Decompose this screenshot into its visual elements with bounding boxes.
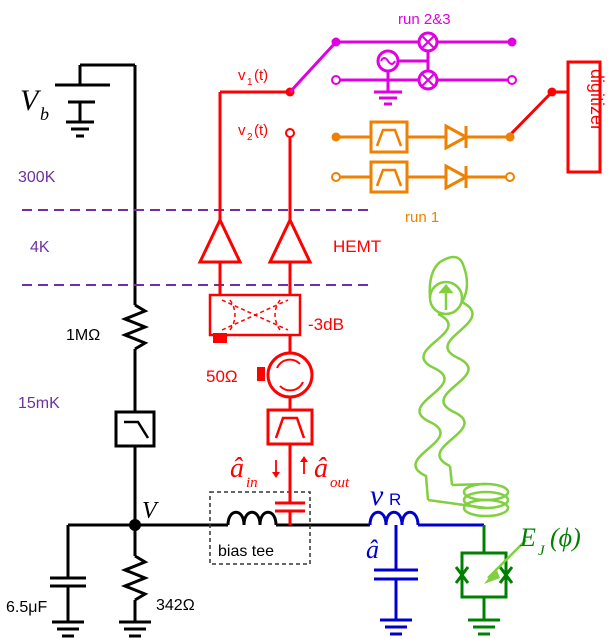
- vb-label: V: [20, 84, 42, 117]
- resistor-342: [120, 554, 150, 602]
- temp-300k: 300K: [18, 169, 56, 186]
- resistor-342-label: 342Ω: [156, 597, 195, 614]
- bias-tee-label: bias tee: [218, 543, 274, 560]
- run1-chain: [336, 120, 510, 194]
- bias-tee-box: [209, 491, 311, 565]
- resonator-inductor: [368, 510, 420, 526]
- minus-3db-label: -3dB: [308, 315, 344, 334]
- digitizer-box: [566, 60, 602, 174]
- squid: [454, 525, 514, 636]
- temp-15mk: 15mK: [18, 395, 60, 412]
- node-v-label: V: [142, 498, 159, 524]
- svg-text:2: 2: [247, 132, 253, 143]
- hemt-amp-1: [197, 216, 243, 264]
- svg-text:J: J: [538, 543, 546, 559]
- temp-4k: 4K: [30, 239, 50, 256]
- v2-label: v: [238, 122, 246, 139]
- diode-2: [444, 163, 470, 191]
- bandpass-filter-2: [369, 160, 409, 194]
- squid-loop: [460, 551, 508, 599]
- readout-chain: [197, 90, 568, 525]
- bandpass-filter-1: [369, 120, 409, 154]
- bias-circuit: [50, 63, 370, 638]
- r50-label: 50Ω: [206, 367, 238, 386]
- a-out-label: â: [314, 453, 328, 484]
- svg-text:b: b: [40, 104, 49, 124]
- svg-text:out: out: [330, 475, 350, 491]
- run1-label: run 1: [405, 209, 439, 226]
- a-in-label: â: [230, 453, 244, 484]
- hybrid-coupler: [208, 293, 302, 337]
- svg-text:(ϕ): (ϕ): [550, 523, 581, 552]
- digitizer-label: digitizer: [587, 69, 607, 131]
- svg-text:(t): (t): [254, 67, 268, 84]
- bias-tee-inductor: [226, 510, 278, 526]
- svg-text:(t): (t): [254, 122, 268, 139]
- resistor-1m-label: 1MΩ: [66, 327, 100, 344]
- svg-text:R: R: [389, 490, 401, 509]
- svg-text:in: in: [246, 475, 258, 491]
- run23-label: run 2&3: [398, 11, 451, 28]
- ej-label: E: [519, 523, 536, 552]
- resonator: [368, 510, 484, 636]
- bandpass-filter-red: [266, 408, 314, 446]
- hemt-label: HEMT: [333, 237, 381, 256]
- labels: V b v 1 (t) v 2 (t) run 2&3 run 1 digiti…: [6, 11, 607, 616]
- diode-1: [444, 123, 470, 151]
- flux-coil: [414, 255, 527, 579]
- hemt-amp-2: [267, 216, 313, 264]
- svg-text:1: 1: [247, 77, 253, 88]
- a-hat-label: â: [366, 535, 379, 564]
- run23-chain: [288, 31, 512, 106]
- v1-label: v: [238, 67, 246, 84]
- capacitor-label: 6.5μF: [6, 599, 47, 616]
- nu-label: ν: [370, 479, 384, 512]
- node-v: [129, 519, 141, 531]
- lowpass-filter: [114, 410, 156, 448]
- resistor-1m: [120, 303, 150, 351]
